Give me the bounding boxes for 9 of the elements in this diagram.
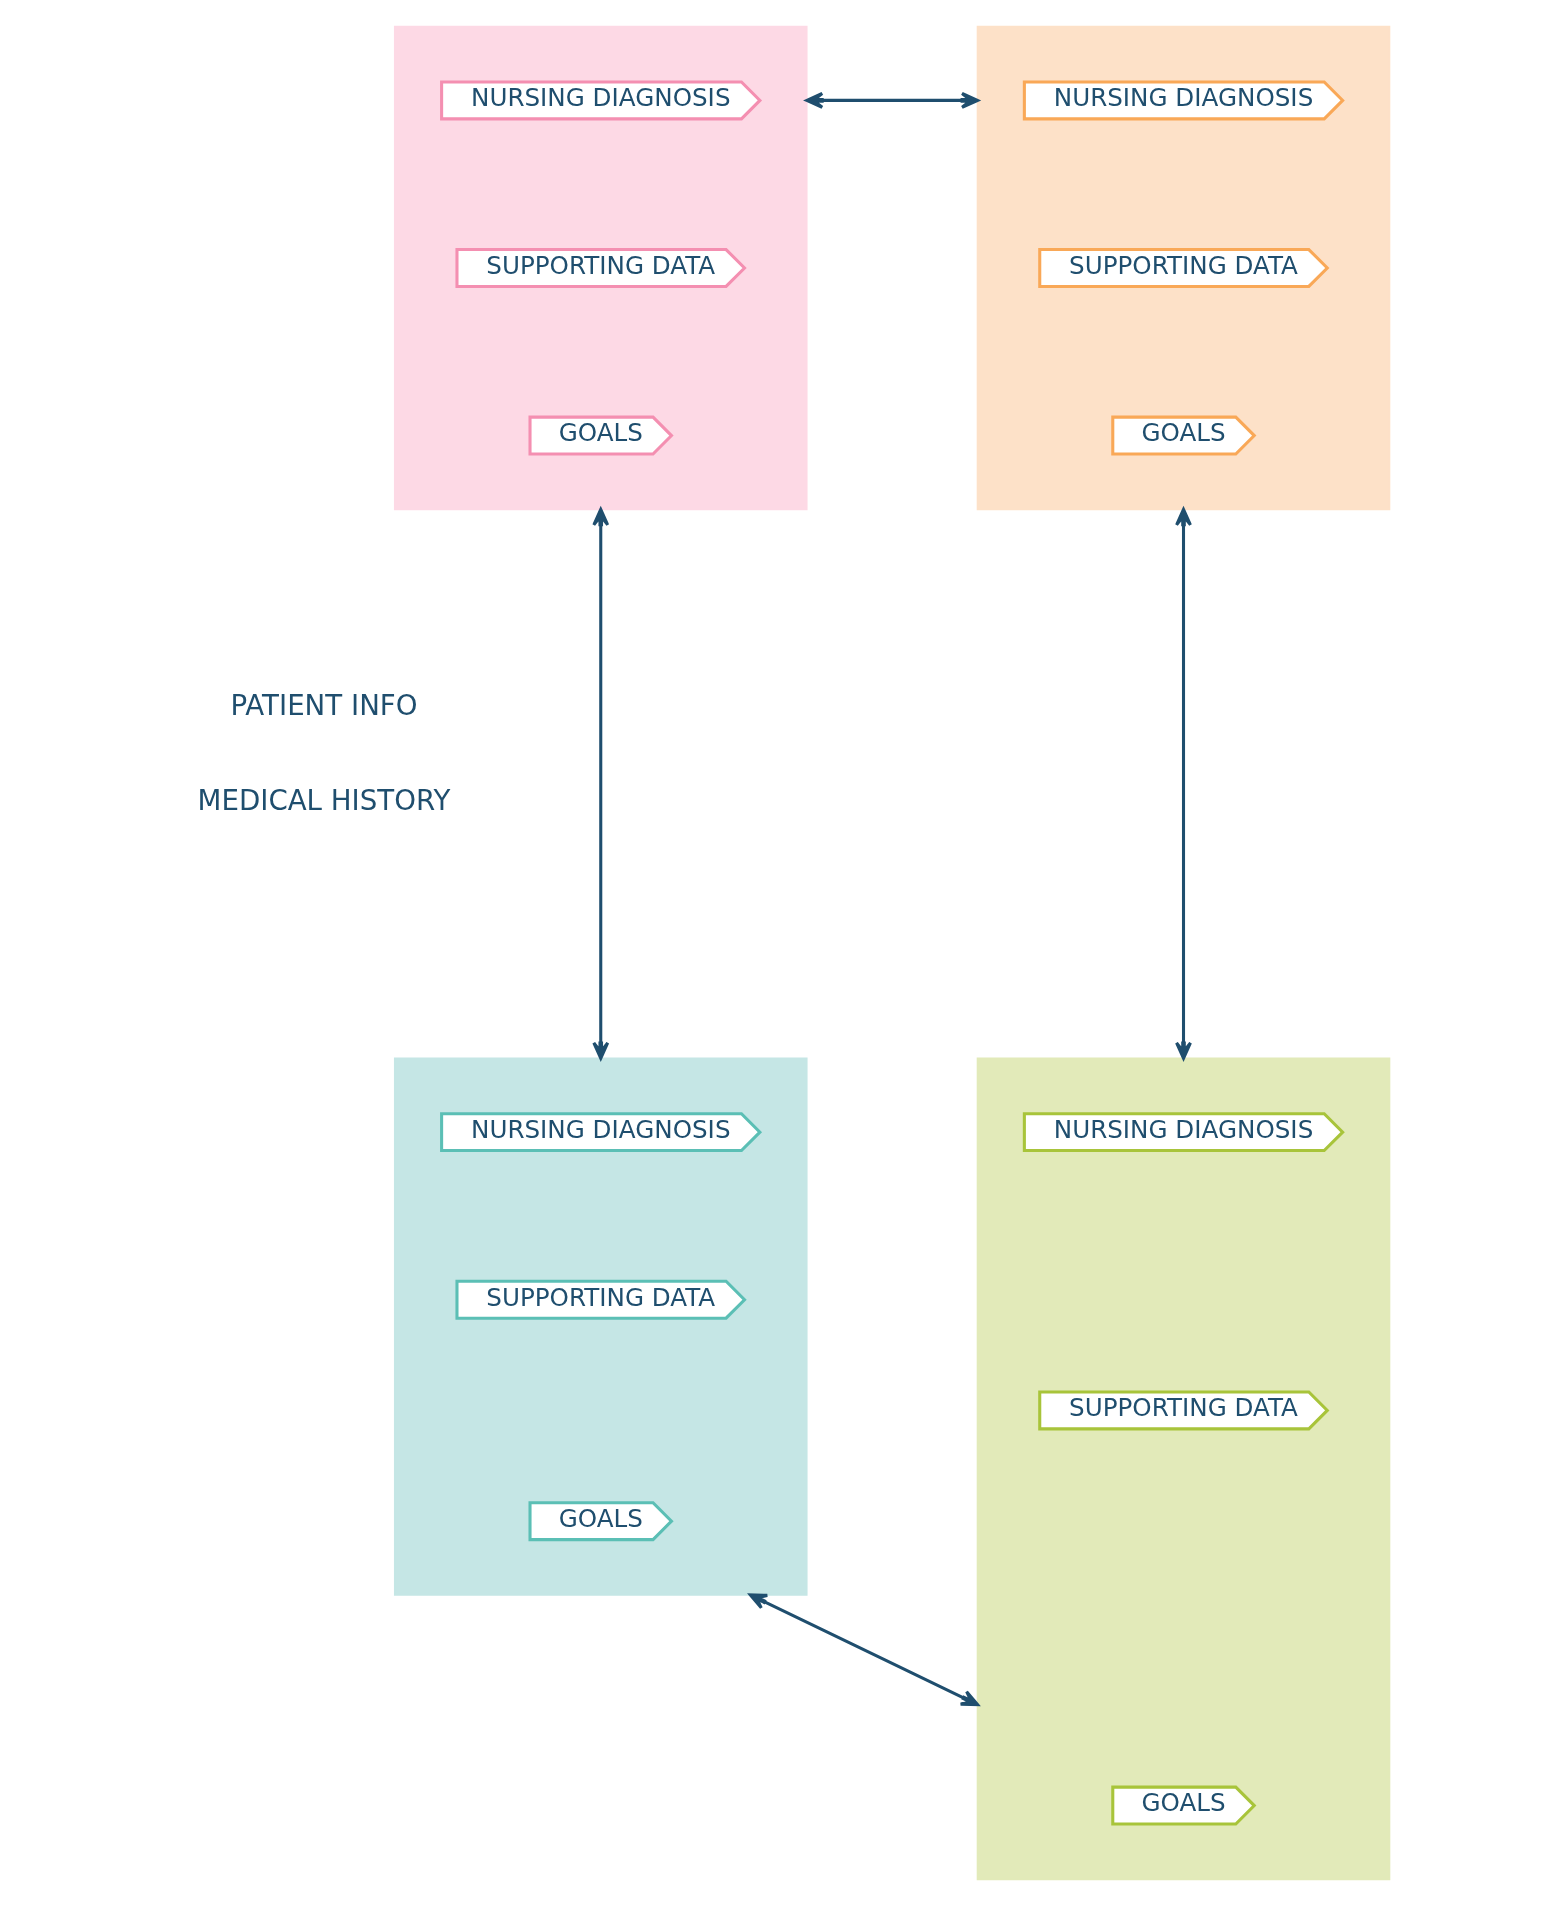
arrow [804,91,979,109]
node-text: PATIENT INFO MEDICAL HISTORY [197,688,450,817]
cluster [976,1057,1390,1881]
cluster [393,25,808,511]
arrow [748,1593,979,1707]
cluster [393,1057,808,1596]
cluster [976,25,1390,511]
arrow [591,507,609,1060]
arrow [1174,507,1192,1060]
